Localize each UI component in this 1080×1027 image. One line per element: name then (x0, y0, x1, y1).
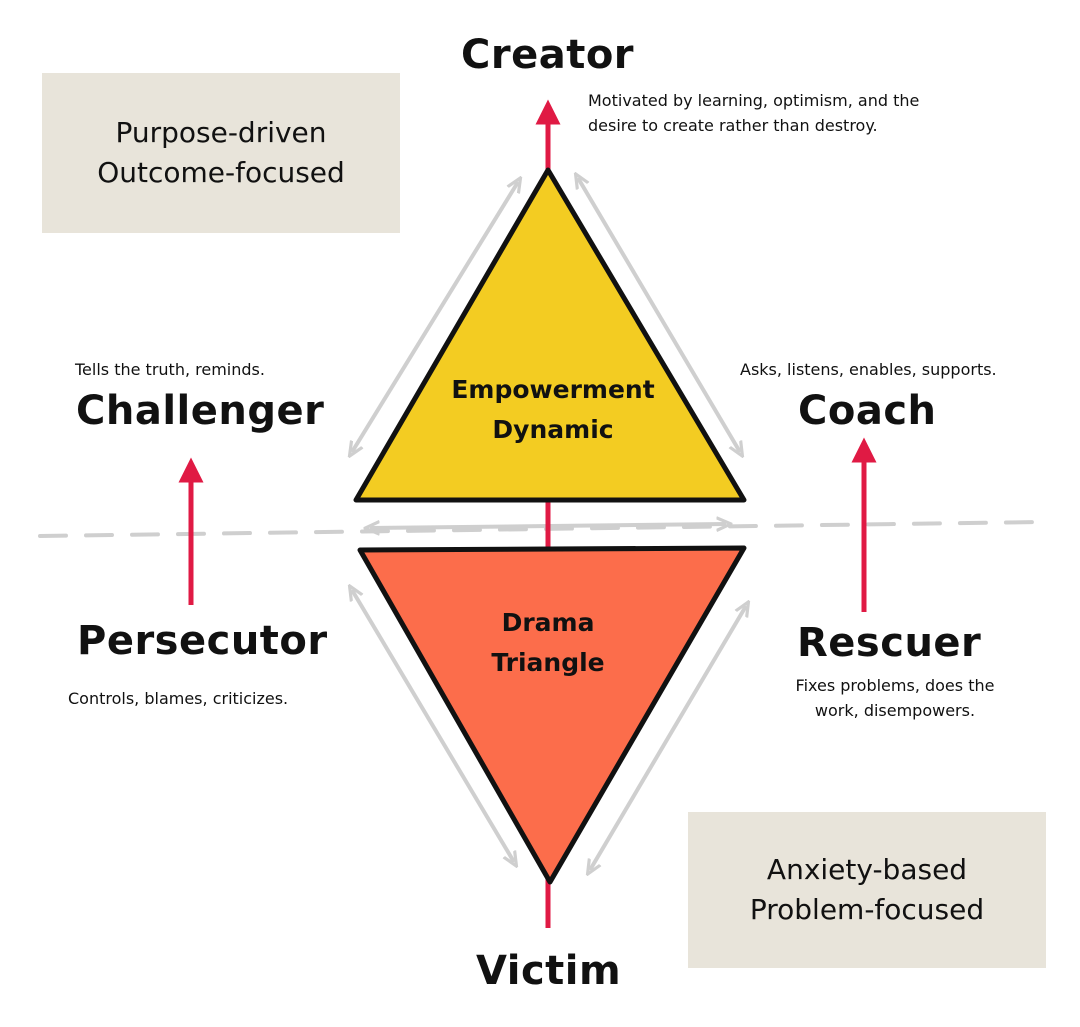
gray-arrow-top-left (352, 182, 518, 452)
purpose-box-line2: Outcome-focused (97, 156, 345, 189)
gray-arrow-bottom-left (352, 590, 514, 862)
drama-triangle-label: Drama Triangle (448, 603, 648, 683)
rescuer-label: Rescuer (797, 620, 982, 666)
anxiety-box-line2: Problem-focused (749, 893, 985, 926)
empowerment-triangle-label: Empowerment Dynamic (418, 370, 688, 450)
rescuer-description-line2: work, disempowers. (814, 701, 976, 720)
gray-arrow-bottom-right (590, 606, 746, 870)
creator-description: Motivated by learning, optimism, and the… (588, 88, 919, 138)
drama-triangle-line2: Triangle (491, 648, 605, 677)
persecutor-label: Persecutor (77, 618, 328, 664)
empowerment-triangle-line1: Empowerment (451, 375, 655, 404)
purpose-box-line1: Purpose-driven (115, 116, 327, 149)
challenger-description: Tells the truth, reminds. (75, 360, 265, 379)
dashed-divider (38, 520, 1042, 538)
rescuer-description: Fixes problems, does the work, disempowe… (740, 673, 1050, 723)
creator-description-line1: Motivated by learning, optimism, and the (588, 91, 920, 110)
coach-label: Coach (798, 388, 937, 434)
empowerment-triangle-line2: Dynamic (492, 415, 614, 444)
drama-triangle (357, 545, 747, 885)
creator-label: Creator (461, 32, 635, 78)
empowerment-triangle (353, 167, 747, 503)
challenger-label: Challenger (76, 388, 325, 434)
purpose-box: Purpose-driven Outcome-focused (42, 73, 400, 233)
anxiety-box-line1: Anxiety-based (766, 853, 968, 886)
drama-triangle-line1: Drama (501, 608, 595, 637)
gray-arrow-top-right (578, 178, 740, 452)
anxiety-box: Anxiety-based Problem-focused (688, 812, 1046, 968)
persecutor-description: Controls, blames, criticizes. (68, 689, 289, 708)
rescuer-description-line1: Fixes problems, does the (795, 676, 995, 695)
victim-label: Victim (476, 948, 622, 994)
creator-description-line2: desire to create rather than destroy. (588, 116, 878, 135)
coach-description: Asks, listens, enables, supports. (740, 360, 997, 379)
